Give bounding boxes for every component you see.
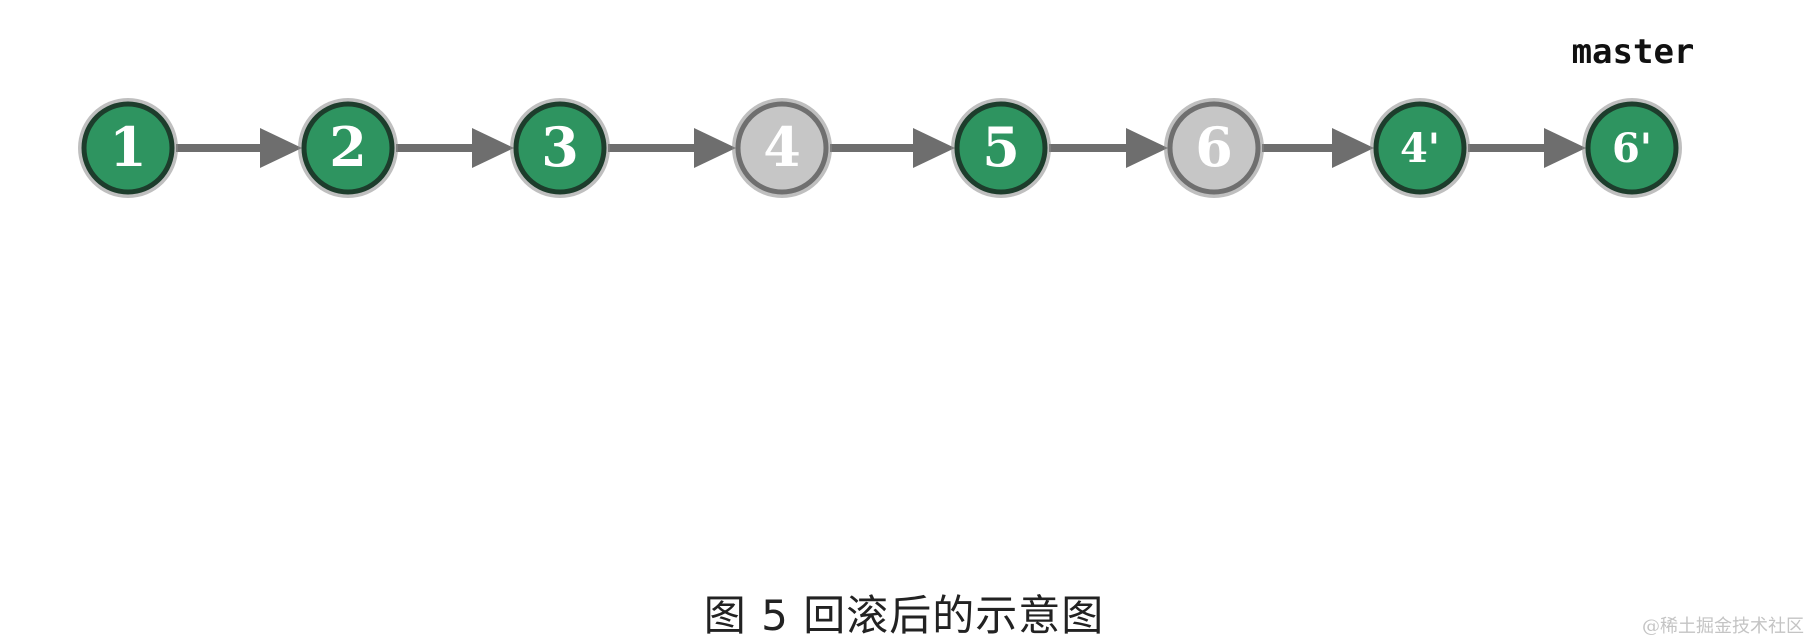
arrow-6-to-4' xyxy=(1262,128,1374,168)
watermark: @稀土掘金技术社区 xyxy=(1642,616,1804,637)
arrow-2-to-3 xyxy=(396,128,514,168)
commit-history-diagram: master 1 2 3 4 5 6 4' 6' xyxy=(78,32,1695,198)
commit-label: 4' xyxy=(1400,125,1440,172)
commit-node-4-prime: 4' xyxy=(1370,98,1470,198)
commit-label: 4 xyxy=(763,115,801,179)
arrow-3-to-4 xyxy=(608,128,736,168)
commit-node-1: 1 xyxy=(78,98,178,198)
arrow-4'-to-6' xyxy=(1468,128,1586,168)
commit-node-3: 3 xyxy=(510,98,610,198)
arrow-4-to-5 xyxy=(830,128,955,168)
arrow-1-to-2 xyxy=(176,128,302,168)
commit-nodes: 1 2 3 4 5 6 4' 6' xyxy=(78,98,1682,198)
commit-label: 2 xyxy=(329,115,367,179)
commit-node-5: 5 xyxy=(951,98,1051,198)
commit-label: 1 xyxy=(109,115,147,179)
commit-label: 6 xyxy=(1195,115,1233,179)
commit-node-6: 6 xyxy=(1164,98,1264,198)
commit-label: 3 xyxy=(541,115,579,179)
commit-node-2: 2 xyxy=(298,98,398,198)
branch-label-master: master xyxy=(1572,32,1695,72)
commit-arrows xyxy=(176,128,1586,168)
arrow-5-to-6 xyxy=(1049,128,1168,168)
figure-caption: 图 5 回滚后的示意图 xyxy=(703,591,1105,640)
commit-node-6-prime: 6' xyxy=(1582,98,1682,198)
commit-label: 6' xyxy=(1612,125,1652,172)
commit-node-4: 4 xyxy=(732,98,832,198)
commit-label: 5 xyxy=(982,115,1020,179)
